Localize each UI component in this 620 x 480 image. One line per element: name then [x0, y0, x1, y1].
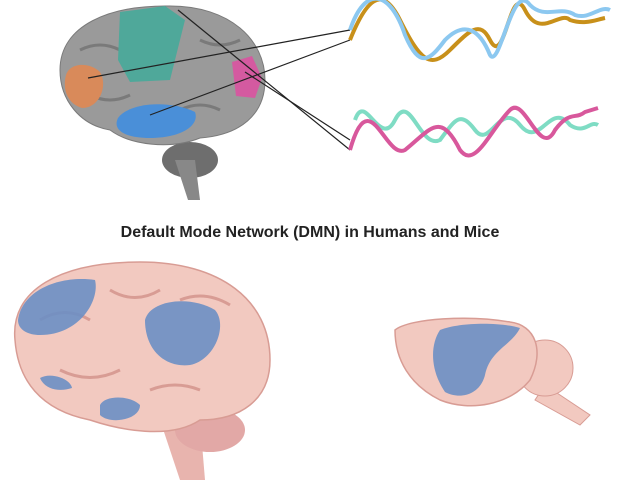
- human-brain-icon: [14, 261, 271, 480]
- frontal-region: [64, 64, 104, 108]
- dmn-region-frontal: [18, 279, 96, 335]
- dmn-region-mouse: [433, 323, 520, 396]
- signal-lightblue: [348, 0, 611, 61]
- signal-pink: [348, 105, 599, 158]
- signal-gold: [348, 0, 606, 62]
- dmn-region-temporal: [100, 397, 140, 421]
- temporal-region: [116, 104, 196, 138]
- signal-traces: [348, 0, 611, 158]
- signal-teal: [353, 109, 600, 144]
- dmn-region-frontal-lower: [40, 375, 72, 390]
- parietal-region: [232, 56, 262, 98]
- gray-brain-icon: [59, 5, 351, 200]
- dmn-region-parietal: [145, 301, 221, 366]
- mouse-brain-icon: [394, 317, 591, 426]
- figure-title: Default Mode Network (DMN) in Humans and…: [120, 224, 500, 241]
